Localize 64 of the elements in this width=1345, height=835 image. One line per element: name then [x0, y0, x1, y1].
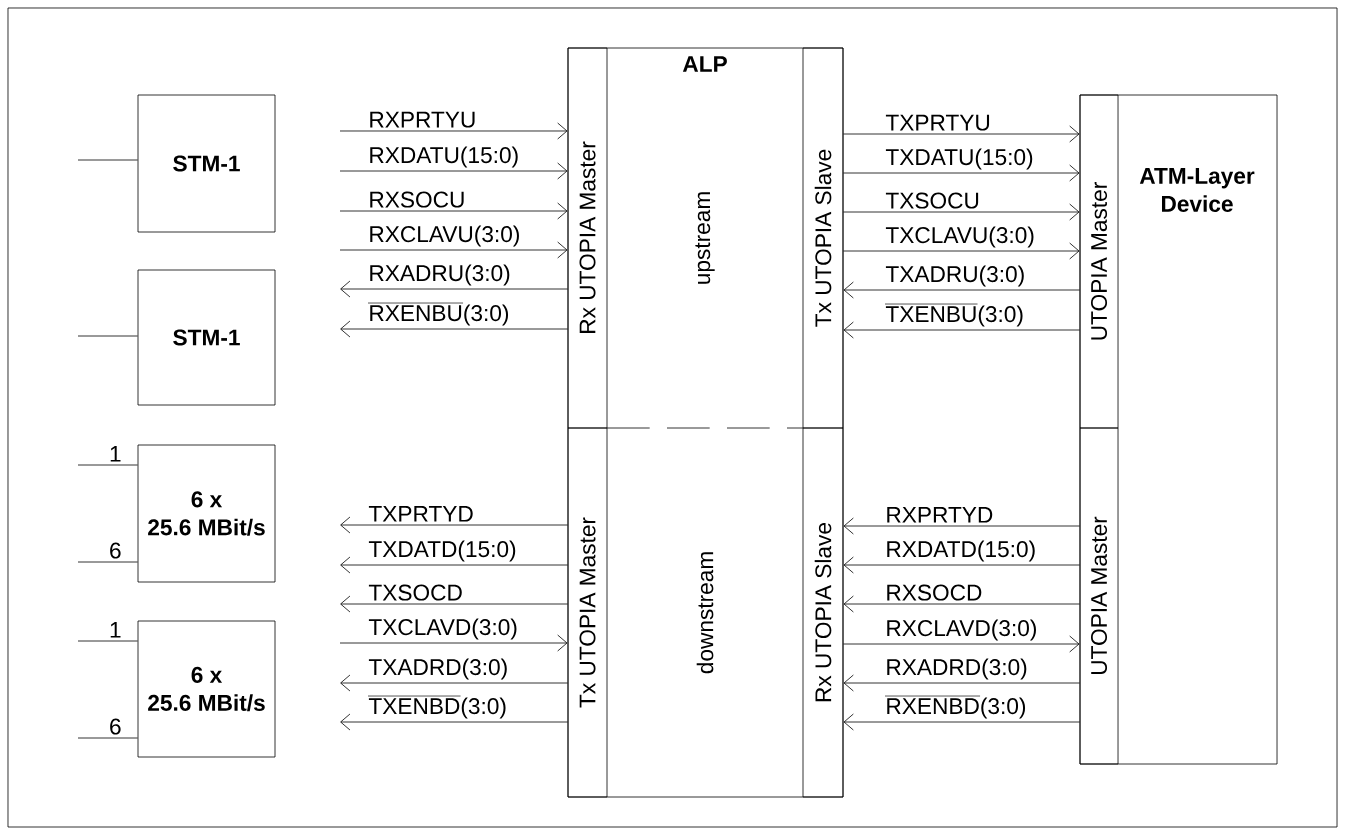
edge-label: TXPRTYU [885, 114, 991, 131]
edge-label: RXCLAVU(3:0) [368, 225, 521, 247]
arrow [843, 595, 1080, 613]
arrow [339, 634, 568, 652]
arrow [843, 125, 1080, 143]
block-box: STM-1 [137, 269, 276, 406]
edge-label: 1 [109, 622, 122, 638]
column-label: downstream [696, 552, 714, 674]
arrow [843, 556, 1080, 574]
arrow [340, 280, 568, 298]
edge-label: TXCLAVD(3:0) [368, 618, 518, 640]
arrow [843, 713, 1080, 731]
edge-label: RXADRD(3:0) [885, 658, 1028, 680]
edge-label: TXADRU(3:0) [885, 265, 1026, 287]
edge-label: RXDATD(15:0) [885, 540, 1037, 562]
edge-label: TXPRTYD [368, 506, 474, 522]
edge-label: RXADRU(3:0) [368, 264, 511, 286]
arrow [339, 241, 568, 259]
interface-column: Rx UTOPIA Master [567, 47, 608, 429]
edge-label: TXENBD(3:0) [367, 695, 507, 719]
arrow [340, 674, 568, 692]
edge-label: 6 [109, 542, 122, 559]
block-box: 6 x 25.6 MBit/s [137, 444, 276, 583]
arrow [339, 202, 568, 220]
arrow [843, 321, 1080, 339]
arrow [843, 635, 1080, 653]
edge-label: TXSOCD [368, 584, 463, 601]
arrow [843, 281, 1080, 299]
arrow [340, 516, 568, 534]
edge-label: RXPRTYD [885, 507, 994, 523]
edge-label: TXDATD(15:0) [368, 540, 517, 562]
block-box: STM-1 [137, 94, 276, 233]
block-box: 6 x 25.6 MBit/s [137, 620, 276, 758]
edge-label: RXPRTYU [368, 111, 477, 128]
edge-label: TXADRD(3:0) [368, 658, 509, 680]
edge-label: RXCLAVD(3:0) [885, 619, 1038, 641]
interface-column: Tx UTOPIA Master [567, 427, 608, 798]
arrow [339, 122, 568, 140]
arrow [339, 162, 568, 180]
arrow [843, 517, 1080, 535]
arrow [340, 556, 568, 574]
edge-label: RXSOCD [885, 584, 983, 601]
interface-column: UTOPIA Master [1079, 427, 1119, 765]
edge-label: RXENBU(3:0) [367, 302, 510, 326]
arrow [843, 203, 1080, 221]
column-label: upstream [695, 192, 715, 284]
arrow [340, 713, 568, 731]
edge-label: TXENBU(3:0) [884, 303, 1024, 327]
edge-label: RXENBD(3:0) [884, 695, 1027, 719]
edge-label: RXSOCU [368, 191, 466, 208]
interface-column: Rx UTOPIA Slave [802, 427, 844, 798]
edge-label: TXDATU(15:0) [885, 148, 1034, 170]
interface-column: UTOPIA Master [1079, 94, 1119, 429]
edge-label: RXDATU(15:0) [368, 146, 520, 168]
interface-column: Tx UTOPIA Slave [802, 47, 844, 429]
edge-label: 1 [109, 446, 122, 462]
edge-label: TXCLAVU(3:0) [885, 226, 1035, 248]
arrow [843, 164, 1080, 182]
arrow [843, 242, 1080, 260]
edge-label: 6 [109, 718, 122, 735]
arrow [340, 320, 568, 338]
edge-label: TXSOCU [885, 192, 980, 209]
arrow [843, 674, 1080, 692]
arrow [340, 595, 568, 613]
